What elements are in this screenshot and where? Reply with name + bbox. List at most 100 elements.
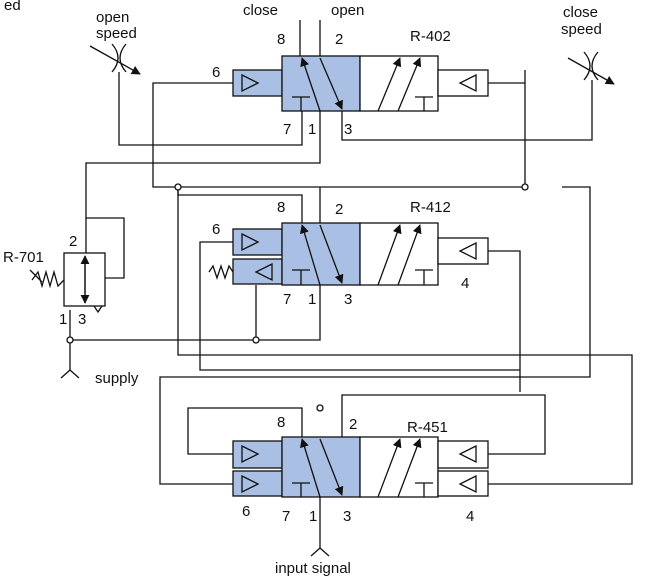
- close-speed-label-line2: speed: [561, 21, 602, 38]
- valve-r412: 8 2 6 7 1 3 4 R-412: [208, 199, 489, 308]
- triangle-pilot-icon: [458, 474, 477, 494]
- r451-port-2: 2: [349, 416, 357, 433]
- r402-flow-arrow: [300, 57, 321, 112]
- r402-port-2: 2: [335, 31, 343, 48]
- r412-port-8: 8: [277, 199, 285, 216]
- r402-port-3: 3: [344, 121, 352, 138]
- regulator-r701: R-701 2 1 3: [3, 233, 106, 328]
- r701-label: R-701: [3, 249, 44, 266]
- r402-port-6: 6: [212, 64, 220, 81]
- r451-pilot-right-bottom-pipe: [177, 187, 633, 485]
- valve-r451: 8 2 6 7 1 3 4 R-451: [232, 414, 489, 525]
- spring-icon: [208, 263, 234, 281]
- r451-flow-arrow: [319, 438, 344, 496]
- r451-passive-block: [359, 436, 439, 498]
- r451-port-6: 6: [242, 503, 250, 520]
- top-left-fragment-text: ed: [4, 0, 21, 14]
- r412-flow-arrow: [299, 224, 321, 286]
- close-speed-pipe: [341, 80, 593, 141]
- r451-port8-pipe: [187, 407, 303, 455]
- r402-flow-arrow: [397, 57, 422, 112]
- open-label-top: open: [331, 2, 364, 19]
- r451-port-7: 7: [282, 508, 290, 525]
- junction-dot: [174, 183, 182, 191]
- r412-pilot-right: [437, 237, 489, 265]
- open-speed-pipe: [118, 72, 303, 146]
- triangle-pilot-icon: [458, 73, 477, 93]
- junction-dot: [316, 404, 324, 412]
- input-signal-exhaust-icon: [310, 547, 330, 557]
- adjustable-restrictor-icon: [89, 43, 141, 75]
- junction-dot: [252, 336, 260, 344]
- exhaust-icon: [415, 482, 433, 497]
- spring-adjust-icon: [29, 269, 43, 283]
- triangle-pilot-icon: [458, 444, 477, 464]
- r412-port-7: 7: [283, 291, 291, 308]
- r412-port-1: 1: [308, 291, 316, 308]
- r451-pilot-left-bottom-pipe: [159, 186, 591, 485]
- valve-r402: 8 2 6 7 1 3 R-402: [212, 28, 489, 138]
- r402-label: R-402: [410, 28, 451, 45]
- exhaust-icon: [292, 269, 310, 285]
- r402-pilot6-pipe: [152, 70, 526, 188]
- exhaust-icon: [415, 269, 433, 285]
- triangle-pilot-icon: [241, 474, 260, 494]
- r402-active-block: [281, 55, 361, 112]
- r412-active-block: [281, 222, 361, 286]
- r412-flow-arrow: [377, 224, 402, 286]
- r451-active-block: [281, 436, 361, 498]
- triangle-pilot-icon: [254, 262, 273, 282]
- r451-port2-pipe: [341, 394, 546, 455]
- r402-passive-block: [359, 55, 439, 112]
- r451-port-1: 1: [309, 508, 317, 525]
- r402-port-8: 8: [277, 31, 285, 48]
- r412-label: R-412: [410, 199, 451, 216]
- supply-label: supply: [95, 370, 139, 387]
- r412-port-6: 6: [212, 221, 220, 238]
- r412-flow-arrow: [397, 224, 422, 286]
- close-speed-label-line1: close: [563, 4, 598, 21]
- r402-port-7: 7: [283, 121, 291, 138]
- triangle-pilot-icon: [458, 241, 477, 261]
- r451-pilot-right-top: [437, 440, 489, 469]
- r412-port-4: 4: [461, 275, 469, 292]
- exhaust-icon: [292, 482, 310, 497]
- triangle-pilot-icon: [241, 444, 260, 464]
- r412-pilot-right-pipe: [488, 250, 521, 392]
- r451-flow-arrow: [377, 438, 402, 498]
- exhaust-icon: [292, 96, 310, 111]
- junction-dot: [521, 183, 529, 191]
- supply-exhaust-icon: [60, 369, 80, 379]
- r402-flow-arrow: [319, 57, 343, 110]
- open-speed-label-line2: speed: [96, 25, 137, 42]
- adjustable-restrictor-icon: [567, 51, 615, 85]
- exhaust-icon: [415, 96, 433, 111]
- r412-supply-pipe: [69, 285, 321, 341]
- r412-passive-block: [359, 222, 439, 286]
- close-label-top: close: [243, 2, 278, 19]
- open-speed-label-line1: open: [96, 9, 129, 26]
- r402-pilot-right: [437, 69, 489, 97]
- junction-dot: [66, 336, 74, 344]
- r451-port-8: 8: [277, 414, 285, 431]
- r451-port-3: 3: [343, 508, 351, 525]
- exhaust-icon: [93, 305, 103, 314]
- r451-flow-arrow: [397, 438, 422, 498]
- r701-port-2: 2: [69, 233, 77, 250]
- r701-port-3: 3: [78, 311, 86, 328]
- r451-port-4: 4: [466, 508, 474, 525]
- r451-flow-arrow: [300, 438, 321, 498]
- r451-label: R-451: [407, 419, 448, 436]
- r701-port-1: 1: [59, 311, 67, 328]
- triangle-pilot-icon: [241, 232, 260, 252]
- r412-port-2: 2: [335, 201, 343, 218]
- triangle-pilot-icon: [241, 73, 260, 93]
- spring-icon: [31, 269, 65, 289]
- r451-pilot-right-bottom: [437, 470, 489, 497]
- r402-port-1: 1: [308, 121, 316, 138]
- r402-flow-arrow: [377, 57, 402, 112]
- r412-port-3: 3: [344, 291, 352, 308]
- r412-pilot6-pipe: [199, 241, 520, 371]
